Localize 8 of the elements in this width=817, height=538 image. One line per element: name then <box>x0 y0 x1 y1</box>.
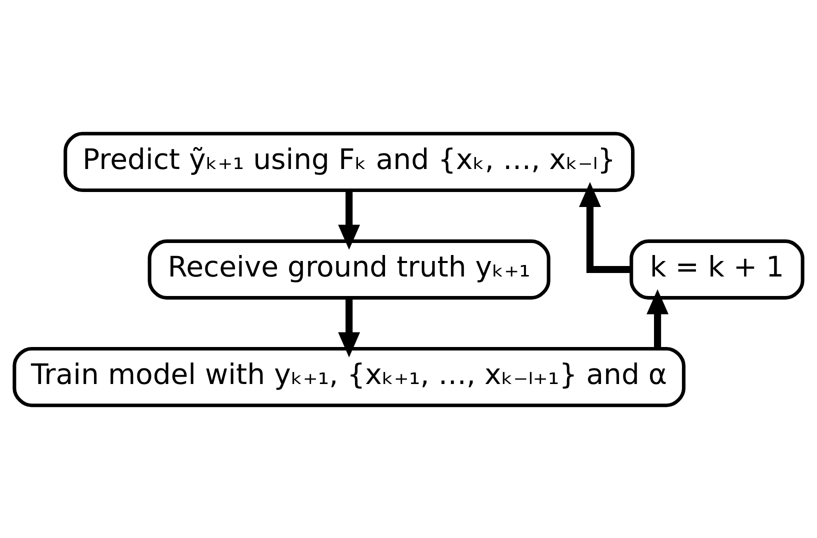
arrow <box>646 288 669 348</box>
node-box: Train model with yₖ₊₁, {xₖ₊₁, …, xₖ₋ₗ₊₁} and α <box>12 346 686 407</box>
arrow <box>578 181 631 273</box>
arrow <box>338 298 360 357</box>
node-box: Predict ỹₖ₊₁ using Fₖ and {xₖ, …, xₖ₋ₗ} <box>64 131 635 192</box>
node-box: Receive ground truth yₖ₊₁ <box>148 238 550 300</box>
arrow <box>338 190 360 250</box>
node-box: k = k + 1 <box>630 238 804 300</box>
